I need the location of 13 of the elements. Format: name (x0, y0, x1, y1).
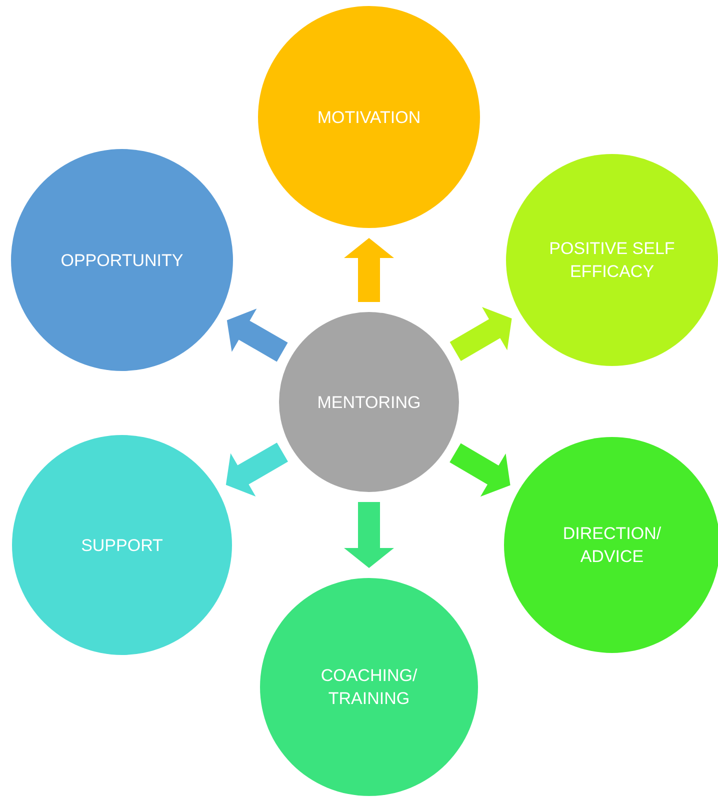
block-arrow (450, 443, 510, 497)
node-label: POSITIVE SELF EFFICACY (548, 238, 676, 283)
block-arrow (344, 238, 394, 302)
node-label: MENTORING (317, 392, 421, 414)
node-label: COACHING/ TRAINING (320, 665, 418, 710)
block-arrow (450, 307, 512, 361)
node-label: SUPPORT (81, 534, 163, 556)
node-label: OPPORTUNITY (60, 250, 184, 272)
node-label: MOTIVATION (317, 106, 421, 128)
block-arrow (344, 502, 394, 568)
block-arrow (226, 442, 288, 496)
node-label: DIRECTION/ ADVICE (562, 523, 662, 568)
block-arrow (226, 308, 288, 362)
